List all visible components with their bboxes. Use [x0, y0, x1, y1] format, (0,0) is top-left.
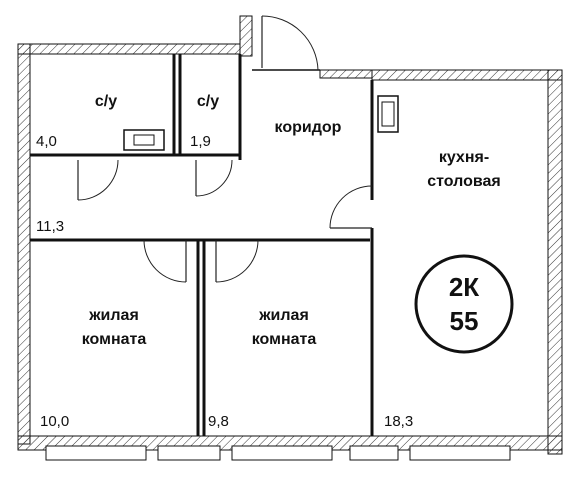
area-living-1: 10,0	[40, 413, 69, 430]
area-bathroom-2: 1,9	[190, 133, 211, 150]
room-label-corridor: коридор	[275, 119, 342, 136]
windows	[45, 445, 511, 461]
room-label-living-1-2: комната	[82, 331, 147, 348]
apartment-badge: 2К 55	[414, 254, 514, 354]
room-label-living-1-1: жилая	[88, 307, 139, 324]
area-bathroom-1: 4,0	[36, 133, 57, 150]
room-label-living-2-2: комната	[252, 331, 317, 348]
interior-walls	[30, 54, 374, 436]
fixtures	[123, 95, 399, 151]
doors	[77, 15, 373, 283]
room-labels: с/у с/у коридор кухня- столовая жилая ко…	[82, 93, 501, 348]
badge-area: 55	[450, 306, 479, 336]
room-label-kitchen-2: столовая	[427, 173, 500, 190]
room-label-kitchen-1: кухня-	[439, 149, 489, 166]
outer-walls	[17, 15, 563, 455]
room-label-living-2-1: жилая	[258, 307, 309, 324]
area-living-2: 9,8	[208, 413, 229, 430]
area-labels: 4,0 1,9 11,3 18,3 10,0 9,8	[36, 133, 413, 430]
area-corridor: 11,3	[36, 218, 64, 235]
room-label-bathroom-1: с/у	[95, 93, 117, 110]
area-kitchen: 18,3	[384, 413, 413, 430]
badge-type: 2К	[449, 272, 479, 302]
room-label-bathroom-2: с/у	[197, 93, 219, 110]
